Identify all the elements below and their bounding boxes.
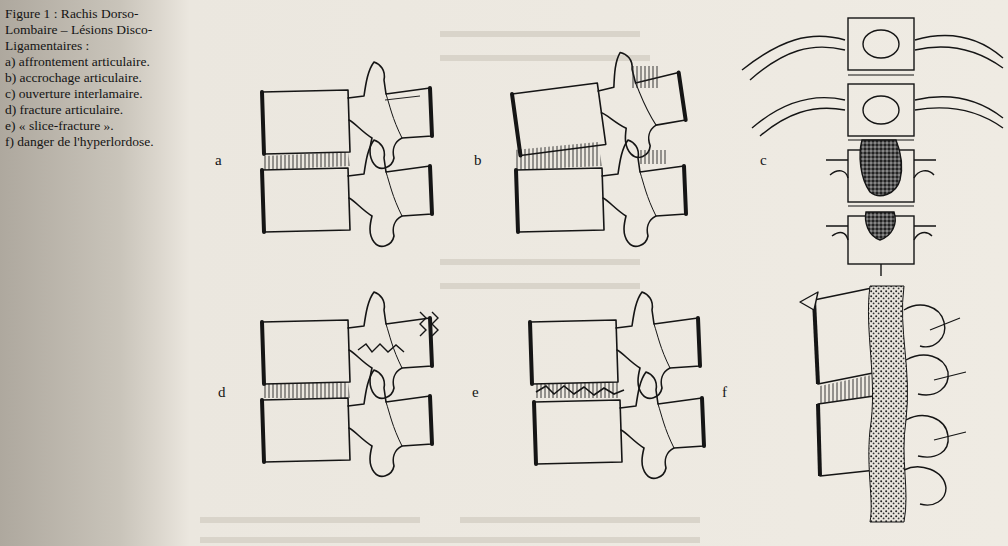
legend-item: f) danger de l'hyperlordose. (5, 134, 163, 150)
caption-column: Figure 1 : Rachis Dorso-Lombaire – Lésio… (5, 6, 163, 150)
panel-letter: e (472, 384, 479, 400)
figure-caption: Figure 1 : Rachis Dorso-Lombaire – Lésio… (5, 6, 163, 54)
panel-b-drawing (509, 46, 689, 246)
panel-letter: d (218, 384, 226, 400)
panel-letter: a (215, 152, 222, 168)
legend-item: d) fracture articulaire. (5, 102, 163, 118)
legend-item: b) accrochage articulaire. (5, 70, 163, 86)
panel-c-drawing (742, 18, 1003, 276)
panel-d-drawing (262, 292, 438, 476)
panel-letter: b (474, 152, 482, 168)
panel-a-drawing (262, 62, 432, 246)
panel-f-drawing (800, 286, 966, 522)
legend-item: a) affrontement articulaire. (5, 54, 163, 70)
show-through (200, 34, 700, 540)
legend-item: e) « slice-fracture ». (5, 118, 163, 134)
panel-letter: f (722, 384, 727, 400)
legend-item: c) ouverture interlamaire. (5, 86, 163, 102)
panel-letter: c (760, 152, 767, 168)
panel-e-drawing (530, 292, 704, 478)
